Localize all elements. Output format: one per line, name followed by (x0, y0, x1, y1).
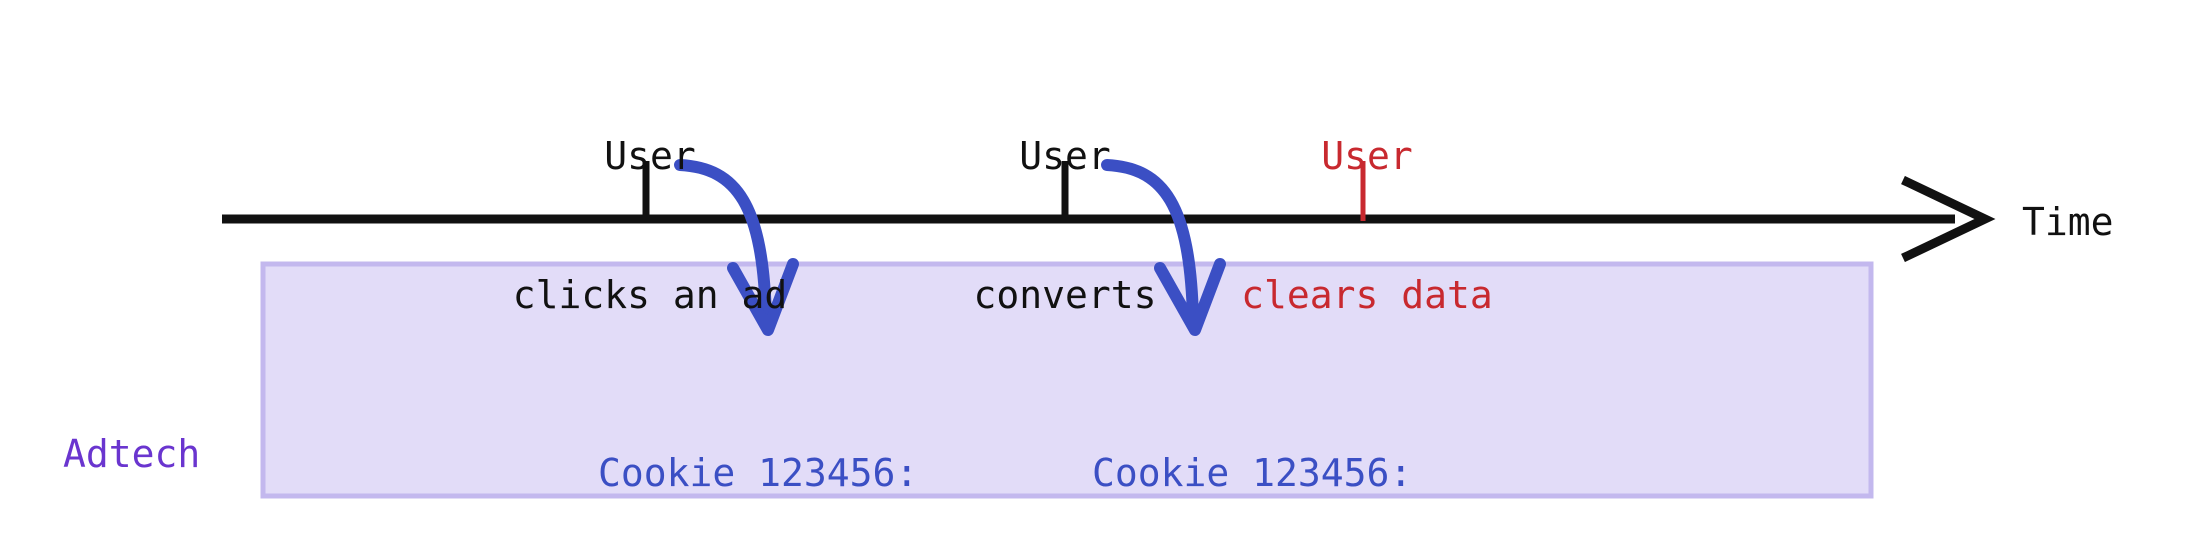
event-label-ad-click-line2: clicks an ad (512, 272, 788, 317)
connector-arrow-conversion (1101, 159, 1226, 336)
log-entry-converted: Cookie 123456: Converted (1092, 350, 1412, 534)
adtech-server-panel (260, 261, 1874, 499)
timeline-axis-label: Time (2022, 200, 2114, 244)
event-label-clear-data: User clears data (1212, 40, 1522, 411)
event-label-ad-click: User clicks an ad (400, 40, 900, 411)
event-label-ad-click-line1: User (604, 133, 696, 178)
event-label-conversion-line1: User (1019, 133, 1111, 178)
log-entry-converted-line1: Cookie 123456: (1092, 450, 1413, 495)
connector-arrow-ad-click (674, 159, 799, 336)
event-label-clear-data-line1: User (1321, 133, 1413, 178)
event-label-clear-data-line2: clears data (1241, 272, 1493, 317)
log-entry-ad-clicked: Cookie 123456: Ad clicked (598, 350, 918, 534)
log-entry-ad-clicked-line1: Cookie 123456: (598, 450, 919, 495)
adtech-server-label-line1: Adtech (63, 431, 201, 476)
event-label-conversion-line2: converts (973, 272, 1157, 317)
adtech-server-label: Adtech server (63, 331, 263, 534)
event-label-conversion: User converts (875, 40, 1255, 411)
timeline-arrowhead-icon (1901, 175, 1996, 263)
